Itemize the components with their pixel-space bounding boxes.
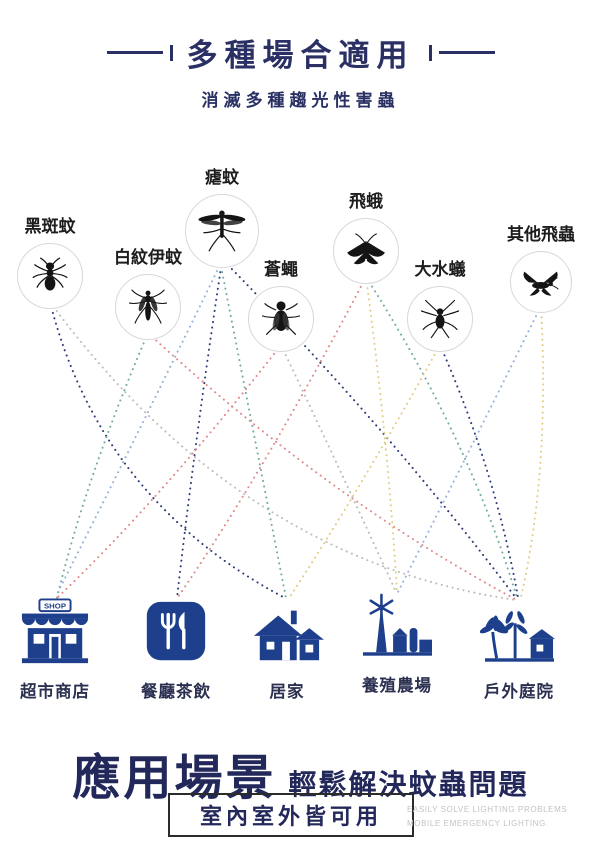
scene-label: 超市商店 bbox=[20, 683, 90, 701]
insect-label: 黑斑蚊 bbox=[24, 217, 76, 236]
garden-icon bbox=[480, 611, 555, 662]
ant-mosquito-icon bbox=[32, 257, 68, 291]
farm-icon bbox=[362, 593, 432, 656]
insect-item-black-spotted-mosquito: 黑斑蚊 bbox=[4, 212, 96, 309]
scene-item-home: 居家 bbox=[232, 598, 342, 702]
insect-circle bbox=[17, 243, 83, 309]
header: 多種場合適用 bbox=[0, 30, 601, 75]
insect-label: 白紋伊蚊 bbox=[114, 248, 182, 267]
footer-boxed-text: 室內室外皆可用 bbox=[168, 793, 415, 837]
storefront-icon: SHOP bbox=[21, 598, 89, 664]
scene-label: 養殖農場 bbox=[362, 677, 432, 695]
scene-label: 餐廳茶飲 bbox=[141, 683, 211, 701]
footer-english-notes: EASILY SOLVE LIGHTING PROBLEMS MOBILE EM… bbox=[407, 803, 567, 830]
insect-circle bbox=[407, 286, 473, 352]
insect-label: 其他飛蟲 bbox=[507, 225, 575, 244]
footer-note-line2: MOBILE EMERGENCY LIGHTING. bbox=[407, 818, 549, 828]
termite-icon bbox=[420, 299, 460, 339]
footer-title: 應用場景 bbox=[72, 752, 277, 805]
footer-note-line1: EASILY SOLVE LIGHTING PROBLEMS bbox=[407, 805, 568, 814]
home-icon bbox=[253, 610, 324, 661]
insect-label: 瘧蚊 bbox=[205, 168, 239, 187]
scene-item-store: SHOP 超市商店 bbox=[0, 598, 110, 702]
insect-circle bbox=[333, 218, 399, 284]
striped-mosquito-icon bbox=[128, 289, 168, 324]
scene-item-garden: 戶外庭院 bbox=[464, 598, 574, 702]
scene-label: 戶外庭院 bbox=[484, 683, 554, 701]
insect-item-termite: 大水蟻 bbox=[394, 255, 486, 352]
fly-icon bbox=[261, 301, 301, 336]
moth-icon bbox=[347, 233, 385, 265]
insect-circle bbox=[510, 251, 572, 313]
insect-circle bbox=[115, 274, 181, 340]
page-subtitle: 消滅多種趨光性害蟲 bbox=[201, 91, 400, 110]
insect-circle bbox=[185, 194, 259, 268]
scene-item-farm: 養殖農場 bbox=[342, 592, 452, 696]
scene-item-restaurant: 餐廳茶飲 bbox=[121, 598, 231, 702]
insect-label: 大水蟻 bbox=[414, 260, 466, 279]
insect-item-other-flying-insects: 其他飛蟲 bbox=[495, 220, 587, 313]
insect-label: 蒼蠅 bbox=[264, 260, 298, 279]
insect-circle bbox=[248, 286, 314, 352]
insect-label: 飛蛾 bbox=[349, 192, 383, 211]
title-right-decoration bbox=[428, 44, 495, 61]
scene-label: 居家 bbox=[269, 683, 305, 701]
flying-insect-icon bbox=[523, 271, 560, 296]
insect-item-malaria-mosquito: 瘧蚊 bbox=[176, 163, 268, 268]
insect-item-housefly: 蒼蠅 bbox=[235, 255, 327, 352]
title-left-decoration bbox=[106, 44, 173, 61]
page-title: 多種場合適用 bbox=[186, 38, 415, 73]
shop-sign-text: SHOP bbox=[44, 602, 66, 611]
crane-fly-icon bbox=[198, 210, 246, 252]
restaurant-icon bbox=[146, 601, 206, 661]
